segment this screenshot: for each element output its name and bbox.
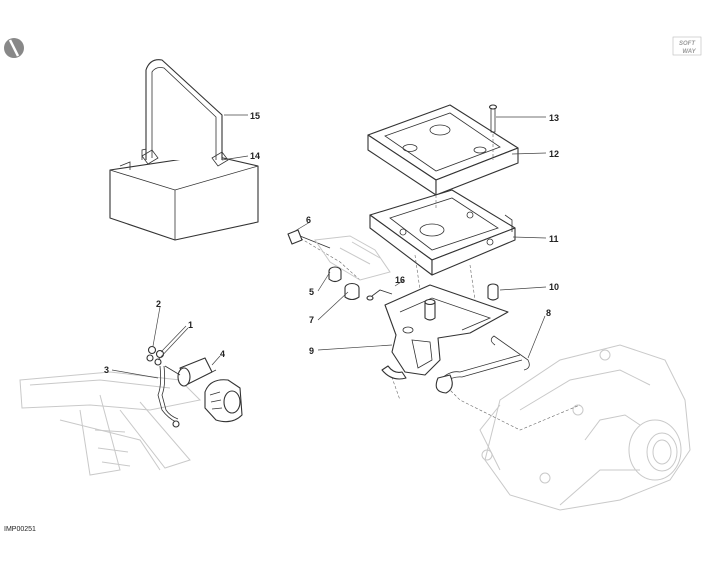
ghost-engine [479,344,691,511]
callout-2: 2 [156,299,161,309]
brand-badge: SOFT WAY [672,36,702,56]
screw-13 [488,104,498,160]
ghost-frame-left [19,371,202,476]
support-bracket [381,284,509,380]
starter-relay [177,357,217,387]
battery-tray [369,189,516,276]
callout-13: 13 [549,113,559,123]
disc-icon [4,38,24,58]
screw-6 [287,229,331,249]
callout-1: 1 [188,320,193,330]
callout-14: 14 [250,151,260,161]
callout-10: 10 [549,282,559,292]
relay-cover [204,379,243,423]
callout-6: 6 [306,215,311,225]
ghost-bracket-mount [314,235,391,281]
callout-12: 12 [549,149,559,159]
callout-labels: 15 14 13 12 11 10 8 16 6 5 7 9 2 1 3 4 [104,111,559,375]
battery-strap [141,59,229,167]
callout-4: 4 [220,349,225,359]
callout-16: 16 [395,275,405,285]
brand-badge-line2: WAY [682,49,696,55]
callout-8: 8 [546,308,551,318]
drawing-code: IMP00251 [4,526,36,533]
battery-cover [367,104,519,196]
elastic-strap [435,335,530,394]
rubber-mount-5 [328,266,342,283]
ground-cable [157,365,181,428]
battery [109,145,259,241]
terminal-nuts [146,345,165,366]
callout-11: 11 [549,234,559,244]
spacer-10 [487,283,499,301]
callout-5: 5 [309,287,314,297]
bolt-16 [366,289,393,301]
assembly-lines [299,195,581,431]
brand-badge-line1: SOFT [679,41,696,47]
callout-9: 9 [309,346,314,356]
callout-3: 3 [104,365,109,375]
leader-lines [111,114,547,379]
callout-15: 15 [250,111,260,121]
callout-7: 7 [309,315,314,325]
rubber-mount-7 [344,282,360,301]
